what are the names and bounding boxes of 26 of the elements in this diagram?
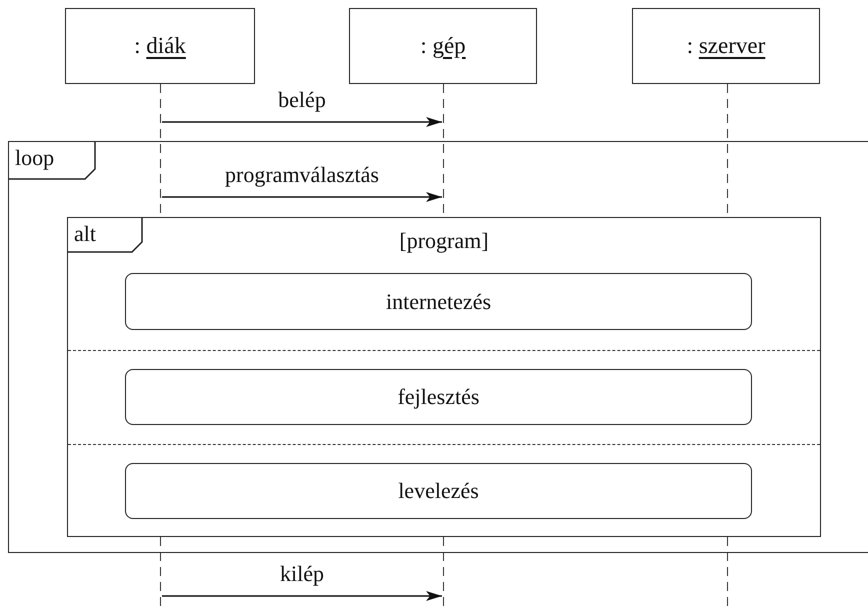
interaction-name: internetezés [386, 288, 492, 314]
message-arrow [162, 591, 442, 601]
participant-name: : szerver [686, 33, 766, 59]
message-label: kilép [280, 561, 324, 587]
participant-name: : gép [420, 33, 466, 59]
participant-box [349, 8, 537, 84]
combined-fragment-frame [8, 141, 868, 553]
interaction-name: fejlesztés [398, 384, 480, 410]
message-arrow [162, 117, 442, 127]
lifeline [726, 84, 729, 216]
lifeline [442, 84, 445, 216]
guard-condition: [program] [399, 228, 489, 254]
interaction-box [125, 369, 752, 425]
combined-fragment-frame [67, 217, 821, 537]
participant-box [65, 8, 255, 84]
participant-box [632, 8, 820, 84]
fragment-operator: alt [68, 218, 142, 252]
lifeline [159, 84, 162, 216]
participant-name: : diák [134, 33, 186, 59]
interaction-box [125, 463, 752, 519]
message-arrow [162, 192, 442, 202]
interaction-name: levelezés [398, 478, 479, 504]
message-label: belép [278, 87, 326, 113]
fragment-operator: loop [9, 142, 95, 179]
message-label: programválasztás [225, 162, 379, 188]
interaction-box [125, 273, 752, 330]
